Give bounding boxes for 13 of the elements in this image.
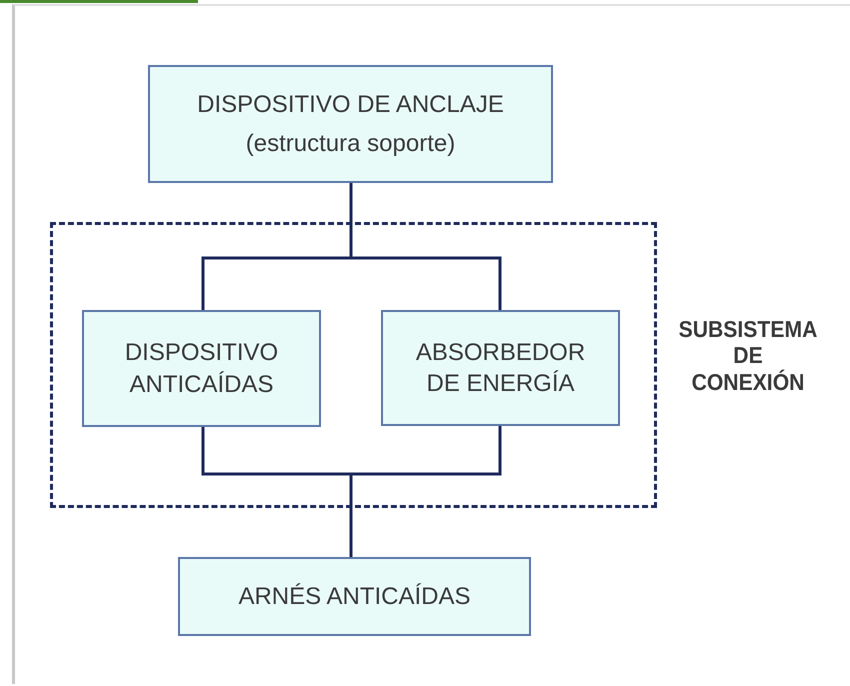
box-title: DISPOSITIVO ANTICAÍDAS <box>124 338 280 400</box>
group-label: SUBSISTEMA DE CONEXIÓN <box>678 316 818 396</box>
box-subtitle: (estructura soporte) <box>244 129 456 159</box>
process-box <box>148 65 553 183</box>
box-title: DISPOSITIVO DE ANCLAJE <box>196 90 505 120</box>
connector-line <box>350 426 502 557</box>
box-title: ARNÉS ANTICAÍDAS <box>237 582 472 612</box>
dashed-group-frame <box>50 222 657 508</box>
box-title: ABSORBEDOR DE ENERGÍA <box>414 338 586 399</box>
connector-line <box>350 183 502 310</box>
process-box <box>381 310 620 426</box>
process-box <box>82 310 321 427</box>
process-box <box>178 557 531 636</box>
